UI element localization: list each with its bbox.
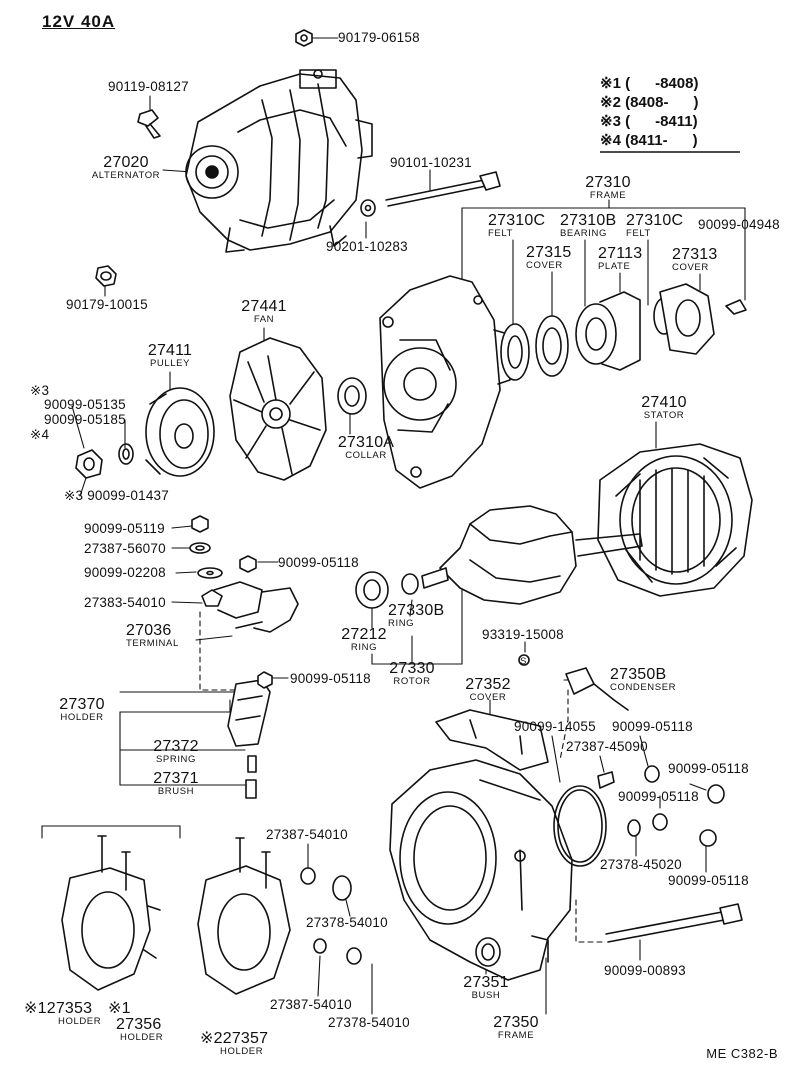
bolt-drawing (137, 109, 161, 139)
label-90099-04948: 90099-04948 (698, 217, 780, 232)
terminal-parts-drawing (189, 515, 299, 633)
range-3: ※3 ( -8411) (600, 113, 698, 130)
label-90099-05119: 90099-05119 (84, 521, 165, 536)
o-ring-drawing (553, 785, 607, 867)
brush-holder-drawing (227, 671, 273, 799)
label-90099-02208: 90099-02208 (84, 565, 166, 580)
rectifier-holder-1-drawing (61, 835, 161, 991)
long-bolt-drawing (385, 171, 501, 207)
label-27387-56070: 27387-56070 (84, 541, 166, 556)
rear-small-parts-drawing (475, 765, 725, 967)
rear-frame-drawing (389, 759, 573, 981)
washer-drawing (360, 199, 376, 217)
rear-cover-drawing (435, 709, 549, 771)
label-90099-14055: 90099-14055 (514, 719, 596, 734)
label-90179-06158: 90179-06158 (338, 30, 420, 45)
nut2-drawing (95, 265, 117, 287)
label-27383-54010: 27383-54010 (84, 595, 166, 610)
range-1: ※1 ( -8408) (600, 75, 699, 92)
label-90099-05118-c: 90099-05118 (612, 719, 693, 734)
bearing-stack-drawing (500, 283, 747, 381)
label-27378-54010-b: 27378-54010 (328, 1015, 410, 1030)
condenser-drawing (518, 654, 629, 711)
label-90201-10283: 90201-10283 (326, 239, 408, 254)
label-90099-05185: 90099-05185 (44, 412, 126, 427)
label-mark-s: S (520, 656, 527, 667)
label-90099-05135: 90099-05135 (44, 397, 126, 412)
holder-small-parts-drawing (300, 867, 362, 965)
collar-drawing (337, 377, 367, 415)
alternator-drawing (185, 69, 373, 253)
leader-lines (41, 37, 746, 1015)
label-90099-05118-d: 90099-05118 (668, 761, 749, 776)
pulley-nut-drawing (75, 443, 134, 479)
label-mark-27356: ※1 (108, 1000, 131, 1017)
through-bolt-drawing (605, 903, 743, 943)
stator-drawing (597, 443, 753, 597)
label-mark-4: ※4 (30, 427, 50, 442)
label-90099-05118-e: 90099-05118 (618, 789, 699, 804)
label-27387-45090: 27387-45090 (566, 739, 648, 754)
spec-title: 12V 40A (42, 12, 116, 31)
label-93319-15008: 93319-15008 (482, 627, 564, 642)
label-90099-01437: ※3 90099-01437 (64, 488, 169, 503)
label-90099-05118-f: 90099-05118 (668, 873, 749, 888)
label-mark-3-top: ※3 (30, 383, 50, 398)
label-90101-10231: 90101-10231 (390, 155, 472, 170)
serial-range-legend: ※1 ( -8408) ※2 (8408- ) ※3 ( -8411) ※4 (… (600, 74, 698, 150)
label-90119-08127: 90119-08127 (108, 79, 189, 94)
label-90179-10015: 90179-10015 (66, 297, 148, 312)
label-90099-05118-b: 90099-05118 (290, 671, 371, 686)
rotor-drawing (421, 505, 643, 605)
diagram-code: ME C382-B (706, 1046, 778, 1061)
label-27387-54010-a: 27387-54010 (266, 827, 348, 842)
nut-drawing (295, 29, 313, 47)
label-90099-00893: 90099-00893 (604, 963, 686, 978)
range-4: ※4 (8411- ) (600, 132, 698, 149)
rectifier-holder-2-drawing (197, 837, 291, 995)
pulley-drawing (145, 387, 215, 477)
label-27378-45020: 27378-45020 (600, 857, 682, 872)
label-27387-54010-b: 27387-54010 (270, 997, 352, 1012)
fan-drawing (229, 337, 327, 481)
dashed-assembly-lines (199, 611, 605, 943)
label-27378-54010-a: 27378-54010 (306, 915, 388, 930)
range-2: ※2 (8408- ) (600, 94, 699, 111)
rotor-rings-drawing (355, 571, 419, 609)
label-90099-05118-a: 90099-05118 (278, 555, 359, 570)
